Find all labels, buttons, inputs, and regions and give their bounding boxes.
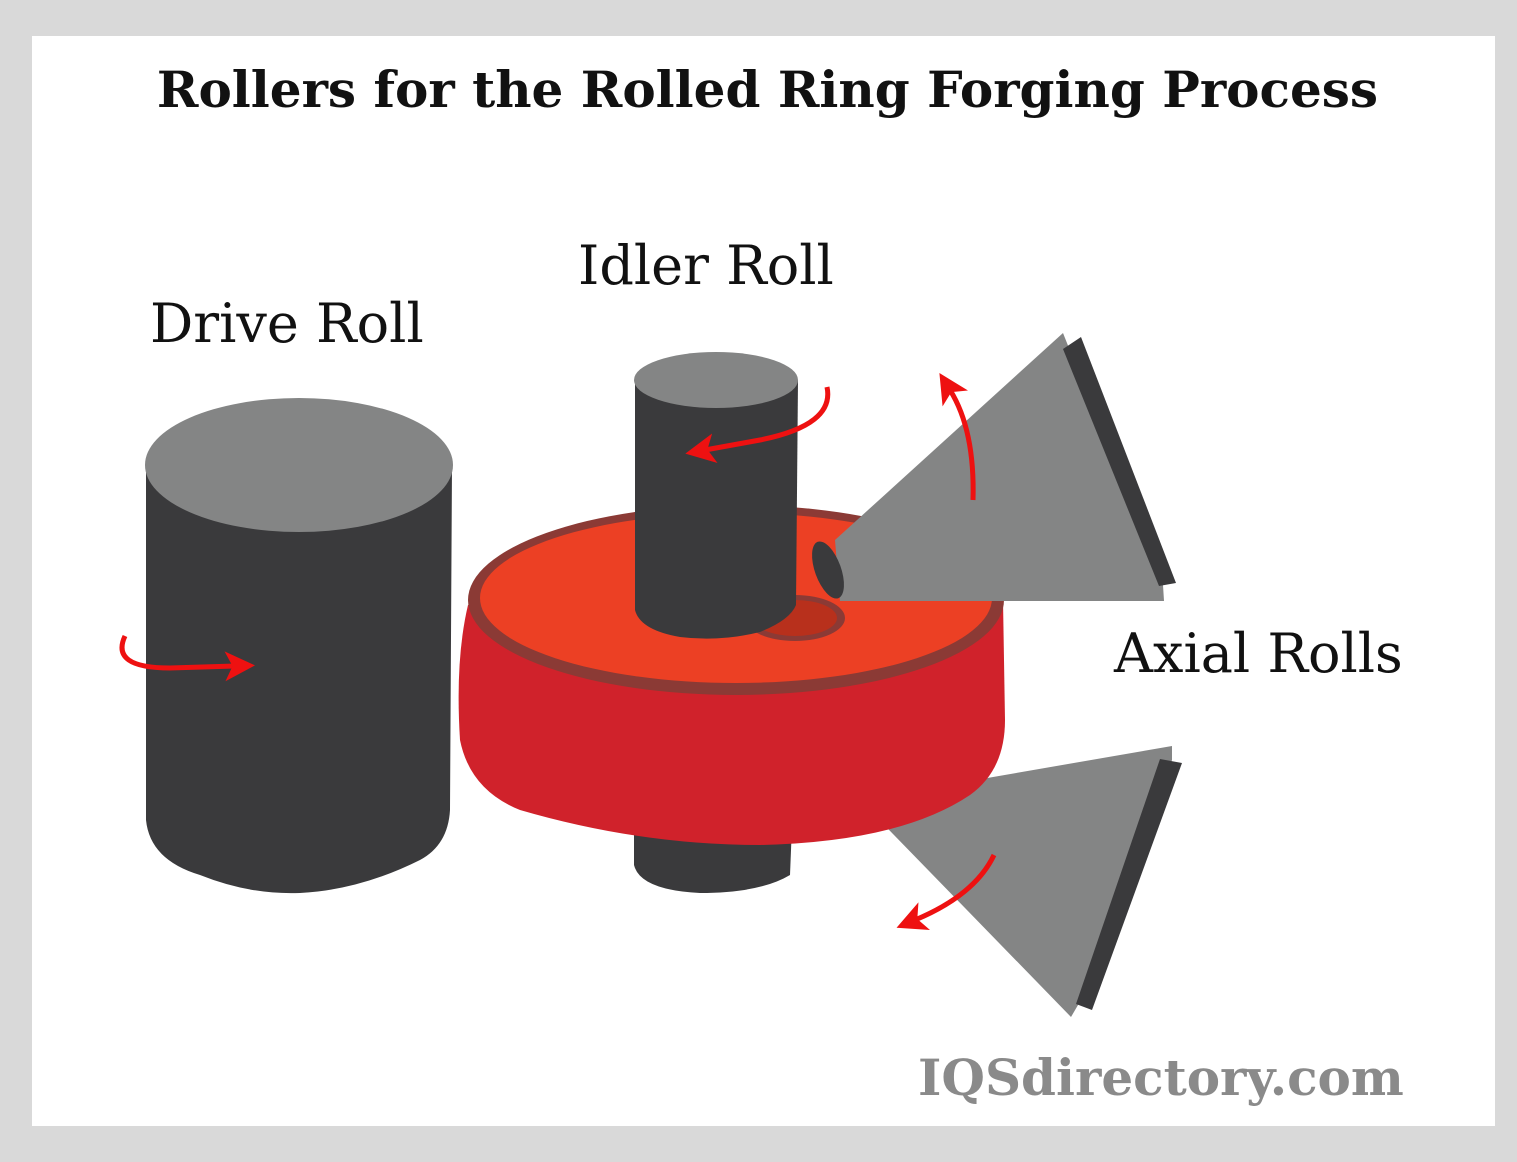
idler-roll-rotation-arrow	[685, 386, 831, 463]
watermark-logo: IQSdirectory.com	[918, 1048, 1404, 1107]
idler-roll-label: Idler Roll	[578, 234, 834, 297]
axial-roll-upper	[812, 333, 1176, 601]
idler-roll-body	[635, 380, 798, 639]
drive-roll-body	[146, 465, 452, 894]
axial-rolls-label: Axial Rolls	[1114, 622, 1403, 685]
axial-roll-lower	[860, 746, 1182, 1017]
idler-roll-top	[634, 352, 798, 408]
drive-roll	[145, 398, 453, 894]
axial-roll-upper-cone	[835, 333, 1164, 601]
page-title: Rollers for the Rolled Ring Forging Proc…	[156, 60, 1379, 119]
drive-roll-rotation-arrow	[119, 634, 255, 682]
axial-roll-lower-face	[1076, 759, 1182, 1010]
axial-roll-lower-cone	[860, 746, 1172, 1017]
axial-roll-upper-arrow	[939, 373, 976, 501]
axial-roll-upper-face	[1063, 337, 1176, 586]
drive-roll-top	[145, 398, 453, 532]
axial-roll-lower-arrow	[896, 853, 997, 930]
idler-roll	[634, 352, 798, 639]
drive-roll-label: Drive Roll	[150, 292, 424, 355]
axial-roll-upper-tip	[812, 541, 844, 599]
